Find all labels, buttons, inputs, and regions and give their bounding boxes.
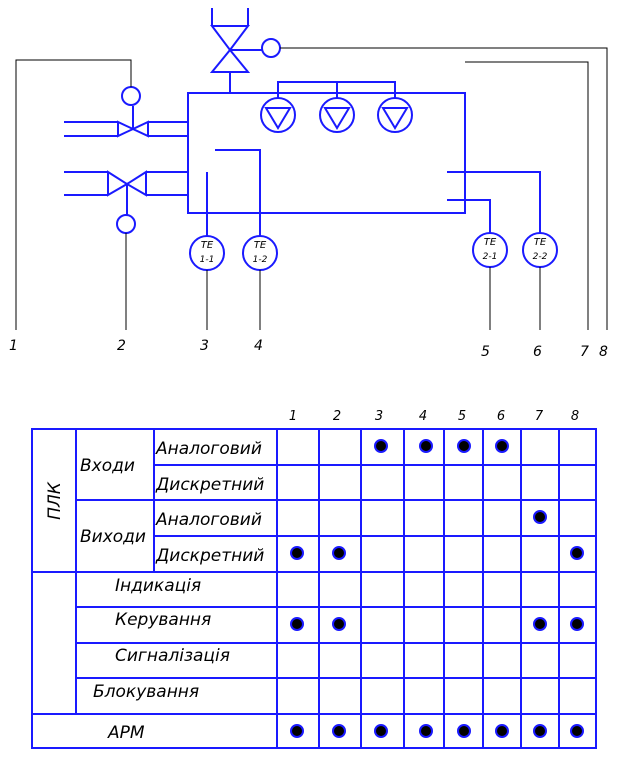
mark-dot (457, 724, 471, 738)
column-number-6: 6 (497, 409, 505, 424)
mark-dot (374, 439, 388, 453)
column-number-5: 5 (458, 409, 466, 424)
mark-dot (290, 724, 304, 738)
mark-dot (533, 724, 547, 738)
row-control-label: Керування (115, 610, 211, 630)
row-indication-label: Індикація (115, 576, 201, 596)
mark-dot (332, 617, 346, 631)
column-number-7: 7 (535, 409, 544, 424)
row-inputs-analog-label: Аналоговий (155, 439, 262, 459)
column-number-8: 8 (571, 409, 579, 424)
line-number-4: 4 (254, 338, 263, 354)
sensor-te-1-2-line2: 1-2 (253, 255, 268, 265)
row-blocking-label: Блокування (93, 682, 199, 702)
column-number-3: 3 (375, 409, 383, 424)
mark-dot (570, 617, 584, 631)
sensor-te-2-1-line2: 2-1 (483, 252, 498, 262)
mark-dot (457, 439, 471, 453)
vessel (187, 92, 466, 214)
sensor-te-1-2-line1: TE (254, 240, 267, 251)
mark-dot (570, 546, 584, 560)
sensor-te-2-2: TE 2-2 (522, 232, 558, 268)
mark-dot (290, 617, 304, 631)
mark-dot (332, 724, 346, 738)
mark-dot (419, 439, 433, 453)
row-arm-label: АРМ (107, 723, 145, 743)
process-scheme: TE 1-1 TE 1-2 TE 2-1 TE 2-2 (64, 8, 558, 271)
mark-dot (290, 546, 304, 560)
line-number-8: 8 (599, 344, 608, 360)
sensor-te-2-1: TE 2-1 (472, 232, 508, 268)
row-signaling-label: Сигналізація (115, 646, 230, 666)
inlet-valve-2 (64, 170, 188, 234)
mark-dot (533, 510, 547, 524)
pump-1 (260, 97, 296, 133)
sensor-te-1-2: TE 1-2 (242, 235, 278, 271)
table-grid (31, 428, 597, 749)
sensor-te-2-1-line1: TE (484, 237, 497, 248)
pumps (260, 81, 413, 133)
signal-table: 1 2 3 4 5 6 7 8 (31, 409, 597, 749)
sensor-te-1-1-line2: 1-1 (200, 255, 215, 265)
group-inputs-label: Входи (80, 456, 135, 476)
mark-dot (495, 439, 509, 453)
line-numbers: 1 2 3 4 5 6 7 8 (9, 338, 608, 360)
line-number-2: 2 (117, 338, 126, 354)
plc-label: ПЛК (45, 481, 65, 520)
pump-3 (377, 97, 413, 133)
group-outputs-label: Виходи (80, 527, 146, 547)
mark-dot (419, 724, 433, 738)
signal-lines (15, 47, 608, 330)
column-number-4: 4 (419, 409, 427, 424)
probes (206, 149, 541, 237)
table-marks (290, 439, 584, 738)
row-outputs-analog-label: Аналоговий (155, 510, 262, 530)
row-inputs-discrete-label: Дискретний (155, 475, 264, 495)
table-column-numbers: 1 2 3 4 5 6 7 8 (289, 409, 579, 424)
column-number-1: 1 (289, 409, 297, 424)
mark-dot (374, 724, 388, 738)
mark-dot (570, 724, 584, 738)
sensor-te-2-2-line1: TE (534, 237, 547, 248)
line-number-6: 6 (533, 344, 542, 360)
line-number-1: 1 (9, 338, 18, 354)
top-valve (209, 8, 281, 93)
inlet-valve-1 (64, 86, 188, 138)
column-number-2: 2 (333, 409, 341, 424)
pump-2 (319, 97, 355, 133)
sensor-te-1-1: TE 1-1 (189, 235, 225, 271)
mark-dot (533, 617, 547, 631)
line-number-7: 7 (580, 344, 589, 360)
line-number-5: 5 (481, 344, 490, 360)
line-number-3: 3 (200, 338, 209, 354)
row-outputs-discrete-label: Дискретний (155, 546, 264, 566)
mark-dot (495, 724, 509, 738)
sensor-te-1-1-line1: TE (201, 240, 214, 251)
sensor-te-2-2-line2: 2-2 (533, 252, 548, 262)
mark-dot (332, 546, 346, 560)
